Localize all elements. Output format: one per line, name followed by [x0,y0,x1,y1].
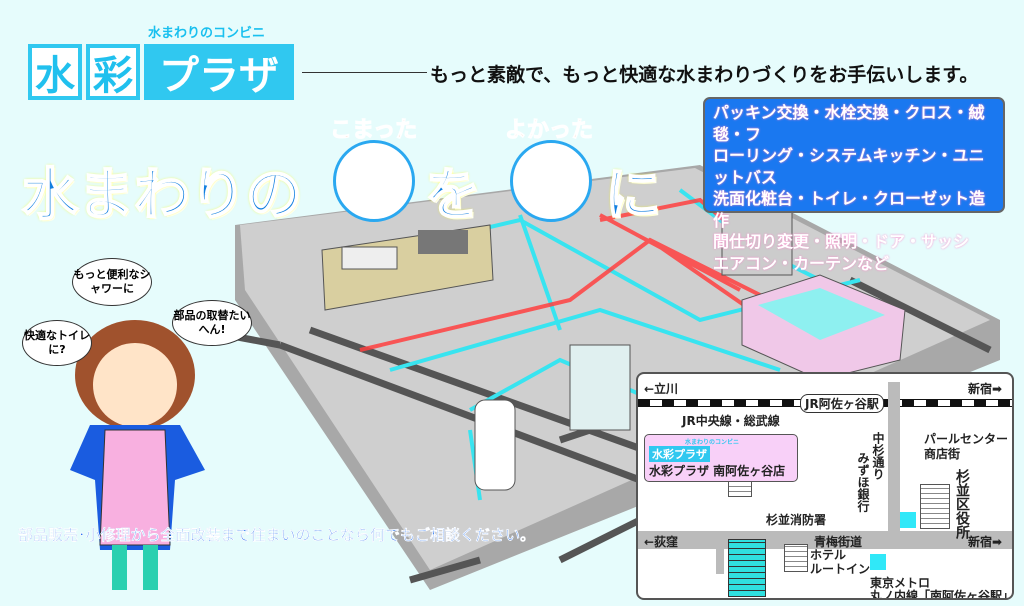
shop-name: 水彩プラザ 南阿佐ヶ谷店 [649,464,786,478]
bubble-parts: 部品の取替たいへん! [172,300,252,346]
hotel-building-icon [784,544,808,572]
sink [341,246,398,270]
bubble-toilet: 快適なトイレに? [22,320,92,366]
headline-part3: に [604,162,662,229]
headline-part2: を [424,162,482,229]
logo-kanji-2: 彩 [86,44,140,100]
service-line: パッキン交換・水栓交換・クロス・絨毯・フ [713,103,985,144]
services-box: パッキン交換・水栓交換・クロス・絨毯・フ ローリング・システムキッチン・ユニット… [703,97,1005,273]
bubble-shower: もっと便利なシャワーに [72,258,152,306]
service-line: 間仕切り変更・照明・ドア・サッシ [713,232,970,251]
metro-exit-icon [870,554,886,570]
logo-katakana: プラザ [144,44,294,100]
washing-machine [569,344,631,431]
map-label: 中杉通り [871,432,885,480]
map-label: 商店街 [924,447,961,461]
woman-illustration [70,320,205,590]
map-label: 杉並消防署 [766,513,827,527]
map-label: パールセンター [924,432,1009,446]
bath-water [758,288,885,340]
service-line: 洗面化粧台・トイレ・クローゼット造作 [713,189,986,230]
jr-station-label: JR阿佐ヶ谷駅 [800,394,884,413]
troubled-face-icon [333,140,415,222]
map-label: ←荻窪 [644,535,679,549]
map-label: ←立川 [644,382,679,396]
map-label: 新宿➡ [968,382,1003,396]
side-road [716,544,724,574]
stove [418,230,468,254]
nakasugi-road [888,382,900,547]
map-label: ホテル [810,548,847,562]
washbasin [721,209,793,276]
tagline: もっと素敵で、もっと快適な水まわりづくりをお手伝いします。 [430,64,979,86]
map-label: 東京メトロ [870,576,931,590]
map-label: ルートイン [810,562,871,576]
map-label: JR中央線・総武線 [682,414,780,428]
service-line: エアコン・カーテンなど [713,253,890,273]
map-label: 丸ノ内線「南阿佐ヶ谷駅」 [870,589,1014,600]
shop-building-icon [728,539,766,597]
happy-face-icon [510,140,592,222]
map-label: 青梅街道 [814,535,863,549]
face1-label: こまった [329,118,418,144]
logo-subtitle: 水まわりのコンビニ [148,26,266,41]
headline-part1: 水まわりの [21,162,303,229]
bottom-message: 部品販売･小修理から全面改装まで住まいのことなら何でもご相談ください。 [18,526,536,544]
logo: 水 彩 プラザ [28,44,294,100]
logo-kanji-1: 水 [28,44,82,100]
ward-office-building-icon [920,484,950,529]
metro-exit-icon [900,512,916,528]
water-pipes-red [359,197,782,352]
toilet [474,399,516,491]
access-map: ←立川 新宿➡ JR阿佐ヶ谷駅 JR中央線・総武線 パールセンター 商店街 中杉… [636,372,1014,600]
shop-callout: 水まわりのコンビニ 水彩プラザ 水彩プラザ 南阿佐ヶ谷店 [644,434,798,482]
map-label: 新宿➡ [968,535,1003,549]
service-line: ローリング・システムキッチン・ユニットバス [713,146,985,187]
face2-label: よかった [504,118,594,144]
map-label: みずほ銀行 [856,452,870,512]
divider [302,72,427,73]
shop-logo-subtitle: 水まわりのコンビニ [685,439,740,446]
map-label: 杉並区役所 [954,469,970,539]
shop-logo: 水彩プラザ [649,446,710,462]
